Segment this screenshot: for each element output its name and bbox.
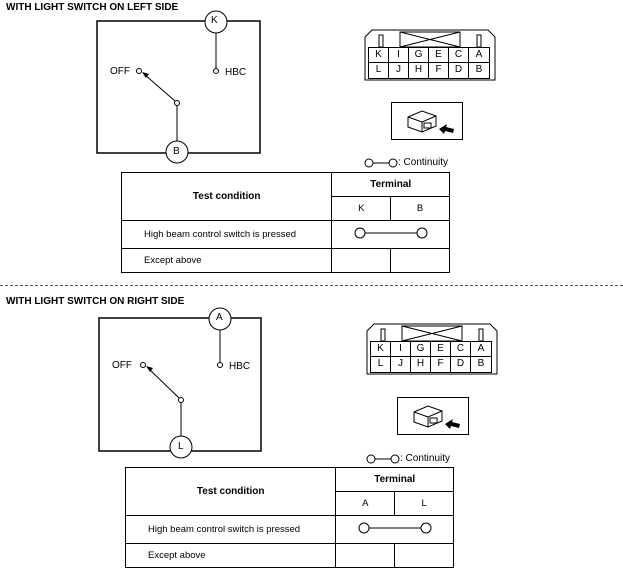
condition-cell: High beam control switch is pressed [120,220,333,249]
connector-pin: B [475,64,483,75]
condition-cell: Except above [124,542,337,569]
terminal-column: L [394,491,454,517]
empty-cell [390,247,450,274]
hbc-label: HBC [229,361,251,372]
terminal-column: K [331,196,392,222]
connector-pin: C [451,342,471,357]
connector-pin: L [371,357,391,372]
terminal-top-label: K [211,15,218,26]
connector-pin: C [449,48,469,63]
continuity-cell [331,220,450,249]
connector-pin: K [369,48,389,63]
connector-pin: L [369,63,389,78]
connector-pin: G [411,342,431,357]
continuity-symbol-icon [366,454,400,463]
switch-diagram-right: A L OFF HBC [98,307,268,462]
continuity-symbol-icon [364,158,398,167]
continuity-table-right: Test condition Terminal A L High beam co… [124,466,454,569]
connector-pin: F [429,63,449,78]
connector-pin: J [391,357,411,372]
off-label: OFF [110,66,130,77]
connector-pin: E [431,342,451,357]
test-condition-header: Test condition [120,171,333,222]
continuity-symbol-icon [354,227,428,239]
empty-cell [335,542,396,569]
connector-pin: K [371,342,391,357]
connector-pin: D [451,357,471,372]
connector-pin: B [477,358,485,369]
terminal-column: B [390,196,450,222]
continuity-cell [335,515,454,544]
empty-cell [394,542,454,569]
section-divider [0,285,623,286]
hbc-label: HBC [225,67,247,78]
terminal-bottom-label: L [178,441,184,452]
connector-pin: H [411,357,431,372]
empty-cell [331,247,392,274]
section-title-right: WITH LIGHT SWITCH ON RIGHT SIDE [6,296,185,307]
connector-pin: F [431,357,451,372]
switch-diagram-left: K B OFF HBC [96,10,266,165]
connector-face-right: K I G E C A L J H F D B [364,321,500,377]
connector-pin: G [409,48,429,63]
terminal-header: Terminal [331,171,450,198]
terminal-bottom-label: B [173,146,180,157]
terminal-column: A [335,491,396,517]
continuity-legend: : Continuity [364,157,448,168]
connector-pin: H [409,63,429,78]
connector-pin: A [469,48,489,63]
continuity-legend-text: : Continuity [400,453,451,464]
test-condition-header: Test condition [124,466,337,517]
connector-pin: J [389,63,409,78]
continuity-table-left: Test condition Terminal K B High beam co… [120,171,450,274]
connector-pin: I [389,48,409,63]
continuity-legend: : Continuity [366,453,450,464]
connector-pin: D [449,63,469,78]
connector-pin: A [471,342,491,357]
connector-pin: E [429,48,449,63]
condition-cell: Except above [120,247,333,274]
section-title-left: WITH LIGHT SWITCH ON LEFT SIDE [6,2,179,13]
terminal-header: Terminal [335,466,454,493]
terminal-top-label: A [216,312,223,323]
connector-pin: I [391,342,411,357]
connector-face-left: K I G E C A L J H F D B [362,27,498,83]
off-label: OFF [112,360,132,371]
connector-view-icon [391,102,463,140]
connector-view-icon [397,397,469,435]
condition-cell: High beam control switch is pressed [124,515,337,544]
continuity-legend-text: : Continuity [398,157,449,168]
continuity-symbol-icon [358,522,432,534]
